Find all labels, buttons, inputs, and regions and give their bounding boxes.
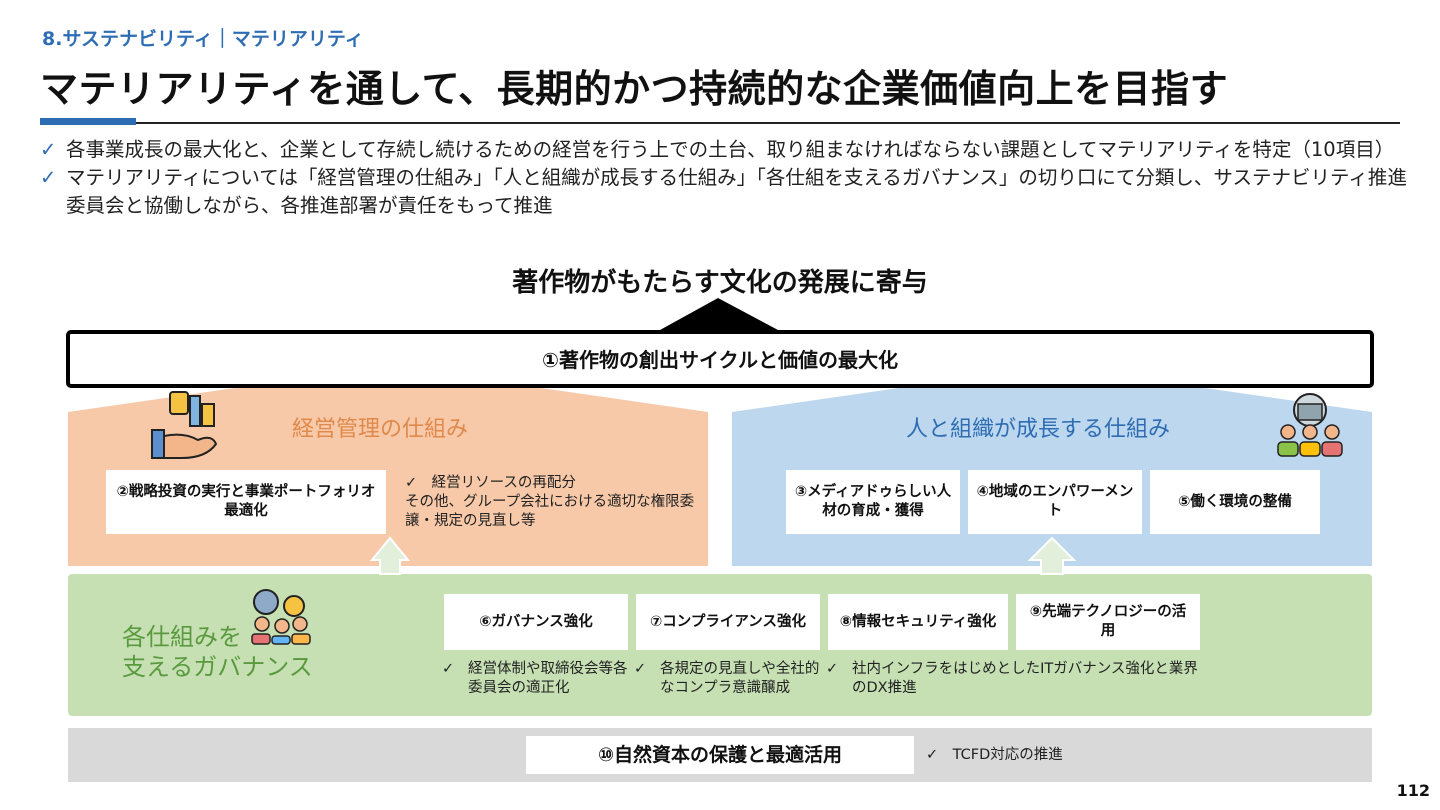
governance-note-6: ✓ 経営体制や取締役会等各委員会の適正化 xyxy=(442,660,632,698)
title-accent-bar xyxy=(40,118,136,125)
materiality-box-5: ⑤働く環境の整備 xyxy=(1150,470,1320,534)
note-text: 社内インフラをはじめとしたITガバナンス強化と業界のDX推進 xyxy=(852,661,1198,696)
up-arrow-left-icon xyxy=(369,536,411,575)
section-label: 8.サステナビリティ｜マテリアリティ xyxy=(42,28,364,50)
bullet-list: ✓ 各事業成長の最大化と、企業として存続し続けるための経営を行う上での土台、取り… xyxy=(40,136,1410,220)
page-title: マテリアリティを通して、長期的かつ持続的な企業価値向上を目指す xyxy=(40,67,1229,111)
people-gears-icon xyxy=(251,589,311,645)
band-1-box xyxy=(66,330,1374,388)
note-line: その他、グループ会社における適切な権限委譲・規定の見直し等 xyxy=(405,494,695,529)
note-line: ✓ 経営リソースの再配分 xyxy=(405,475,576,491)
materiality-box-6: ⑥ガバナンス強化 xyxy=(444,594,628,650)
materiality-box-10: ⑩自然資本の保護と最適活用 xyxy=(526,736,914,774)
up-arrow-right-icon xyxy=(1027,536,1077,575)
base-note: ✓ TCFD対応の推進 xyxy=(926,747,1063,763)
bullet-item: ✓ 各事業成長の最大化と、企業として存続し続けるための経営を行う上での土台、取り… xyxy=(40,136,1410,164)
check-icon: ✓ xyxy=(40,138,57,161)
check-icon: ✓ xyxy=(40,166,57,189)
hand-money-icon xyxy=(151,391,218,459)
governance-title-line: 各仕組みを xyxy=(122,623,242,651)
bullet-text: マテリアリティについては「経営管理の仕組み」「人と組織が成長する仕組み」「各仕組… xyxy=(66,166,1407,217)
check-icon: ✓ xyxy=(826,661,839,677)
goal-heading: 著作物がもたらす文化の発展に寄与 xyxy=(512,268,928,298)
people-building-icon xyxy=(1277,393,1343,457)
materiality-box-2: ②戦略投資の実行と事業ポートフォリオ最適化 xyxy=(106,470,386,534)
right-pillar-title: 人と組織が成長する仕組み xyxy=(906,417,1171,442)
governance-note-7: ✓ 各規定の見直しや全社的なコンプラ意識醸成 xyxy=(634,660,820,698)
materiality-box-3: ③メディアドゥらしい人材の育成・獲得 xyxy=(786,470,960,534)
right-pillar-shape xyxy=(732,366,1372,566)
left-pillar-shape xyxy=(68,366,708,566)
check-icon: ✓ xyxy=(442,661,455,677)
page-number: 112 xyxy=(1396,781,1430,800)
materiality-box-9: ⑨先端テクノロジーの活用 xyxy=(1016,594,1200,650)
materiality-box-4: ④地域のエンパワーメント xyxy=(968,470,1142,534)
materiality-box-8: ⑧情報セキュリティ強化 xyxy=(828,594,1008,650)
left-pillar-title: 経営管理の仕組み xyxy=(292,417,469,442)
governance-title-line: 支えるガバナンス xyxy=(122,653,313,681)
bullet-text: 各事業成長の最大化と、企業として存続し続けるための経営を行う上での土台、取り組ま… xyxy=(66,138,1395,161)
roof-peak xyxy=(660,298,778,330)
check-icon: ✓ xyxy=(634,661,647,677)
bullet-item: ✓ マテリアリティについては「経営管理の仕組み」「人と組織が成長する仕組み」「各… xyxy=(40,164,1410,220)
band-1-label: ①著作物の創出サイクルと価値の最大化 xyxy=(542,348,898,372)
left-pillar-notes: ✓ 経営リソースの再配分 その他、グループ会社における適切な権限委譲・規定の見直… xyxy=(405,474,695,531)
materiality-box-7: ⑦コンプライアンス強化 xyxy=(636,594,820,650)
note-text: 経営体制や取締役会等各委員会の適正化 xyxy=(468,661,628,696)
governance-note-8-9: ✓ 社内インフラをはじめとしたITガバナンス強化と業界のDX推進 xyxy=(826,660,1206,698)
note-text: 各規定の見直しや全社的なコンプラ意識醸成 xyxy=(660,661,820,696)
title-divider xyxy=(40,122,1400,124)
governance-title: 各仕組みを 支えるガバナンス xyxy=(122,622,313,682)
